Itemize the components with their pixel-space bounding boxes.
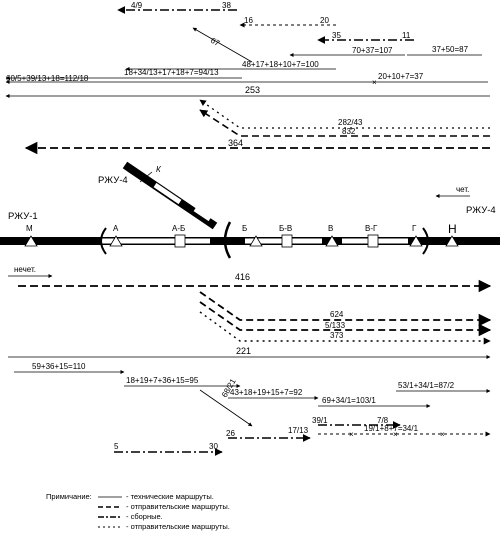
upper-routes: 4/9 38 16 20 35 11 67 70+37=107 37+50=87…: [5, 1, 490, 155]
route-label: 18+19+7+36+15=95: [126, 376, 199, 385]
legend-item: - отправительские маршруты.: [126, 522, 230, 531]
route-label: 67: [209, 36, 222, 48]
signal-label: В: [328, 224, 333, 233]
route-label: 26: [226, 429, 235, 438]
station-schematic: РЖУ-4 К чет. РЖУ-1 РЖУ-4 М А А-Б Б Б-В: [0, 161, 500, 278]
route-label: 5/133: [325, 321, 346, 330]
route-line: [199, 311, 491, 345]
route-label: 253: [245, 85, 260, 95]
branch-gap: [193, 206, 212, 222]
x-mark: ×: [372, 78, 377, 87]
route-label: 416: [235, 272, 250, 282]
route-label: 16: [244, 16, 253, 25]
signal-label: А: [113, 224, 119, 233]
route-label: 38: [222, 1, 231, 10]
section-box: [281, 234, 293, 248]
route-label: 364: [228, 138, 243, 148]
route-label: 20: [320, 16, 329, 25]
signal-triangle: [325, 235, 339, 247]
route-label: 7/8: [377, 416, 389, 425]
direction-label: чет.: [456, 185, 469, 194]
signal-label: М: [26, 224, 33, 233]
route-label: 11: [402, 31, 411, 40]
legend-item: - технические маршруты.: [126, 492, 214, 501]
lower-routes: 416 624 5/133 373 221 59+36+15=110 18+19…: [8, 272, 492, 456]
route-label: 373: [330, 331, 344, 340]
route-line: [192, 27, 253, 63]
signal-triangle: [445, 235, 459, 247]
route-label: 43+18+19+15+7=92: [230, 388, 303, 397]
signal-post: [139, 171, 153, 183]
legend-item: - сборные.: [126, 512, 163, 521]
route-label: 221: [236, 346, 251, 356]
direction-label: нечет.: [14, 265, 36, 274]
signal-label: К: [156, 165, 162, 174]
signal-triangle: [24, 235, 38, 247]
route-label: 832: [342, 127, 356, 136]
signal-triangle: [249, 235, 263, 247]
route-label: 624: [330, 310, 344, 319]
route-label: 5: [114, 442, 119, 451]
route-label: 282/43: [338, 118, 363, 127]
route-line: [199, 291, 492, 327]
section-box: [174, 234, 186, 248]
x-mark: ×: [393, 430, 398, 439]
x-mark: ×: [349, 430, 354, 439]
route-label: 48+17+18+10+7=100: [242, 60, 319, 69]
route-label: 39/1: [312, 416, 328, 425]
signal-label: А-Б: [172, 224, 185, 233]
bracket: [100, 227, 107, 255]
route-line: [199, 389, 253, 427]
route-label: 70+37=107: [352, 46, 393, 55]
station-label: РЖУ-4: [466, 205, 496, 216]
route-line: [199, 109, 490, 137]
route-label: 69+34/1=103/1: [322, 396, 376, 405]
route-label: 30: [209, 442, 218, 451]
route-line: [199, 301, 492, 337]
signal-label: В-Г: [365, 224, 378, 233]
branch-gap: [153, 182, 182, 205]
route-label: 60/5+39/13+18=112/18: [6, 74, 89, 83]
section-box: [367, 234, 379, 248]
signal-label: Н: [448, 222, 457, 236]
station-label: РЖУ-1: [8, 211, 38, 222]
bracket: [223, 221, 232, 259]
bracket: [422, 227, 429, 255]
station-label: РЖУ-4: [98, 175, 128, 186]
signal-triangle: [109, 235, 123, 247]
route-label: 17/13: [288, 426, 309, 435]
route-line: [199, 99, 490, 129]
legend-title: Примичание:: [46, 492, 92, 501]
route-label: 53/1+34/1=87/2: [398, 381, 455, 390]
legend: Примичание: - технические маршруты. - от…: [46, 492, 230, 531]
route-label: 20+10+7=37: [378, 72, 424, 81]
route-label: 4/9: [131, 1, 143, 10]
route-label: 59+36+15=110: [32, 362, 86, 371]
x-mark: ×: [440, 430, 445, 439]
route-label: 37+50=87: [432, 45, 469, 54]
route-label: 18+34/13+17+18+7=94/13: [124, 68, 219, 77]
signal-label: Б: [242, 224, 247, 233]
route-label: 35: [332, 31, 341, 40]
signal-label: Б-В: [279, 224, 292, 233]
signal-triangle: [409, 235, 423, 247]
signal-label: Г: [412, 224, 417, 233]
legend-item: - отправительские маршруты.: [126, 502, 230, 511]
route-label: 19/1+8+7=34/1: [364, 424, 419, 433]
